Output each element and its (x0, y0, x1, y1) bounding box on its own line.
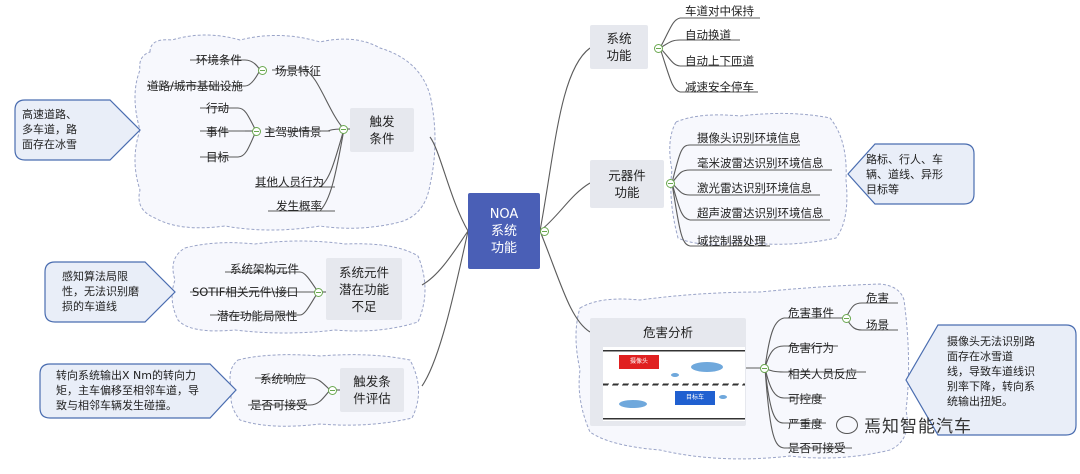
item-domain-controller[interactable]: 域控制器处理 (697, 234, 766, 248)
item-hazard-event[interactable]: 危害事件 (788, 306, 834, 320)
item-auto-ramp[interactable]: 自动上下匝道 (685, 54, 754, 68)
callout-insufficiency-note: 感知算法局限 性，无法识别磨 损的车道线 (62, 270, 139, 313)
item-safe-stop[interactable]: 减速安全停车 (685, 80, 754, 94)
collapse-toggle-driving[interactable] (252, 127, 261, 136)
cloud-trigger (134, 34, 436, 231)
item-road-infrastructure[interactable]: 道路/城市基础设施 (147, 79, 243, 93)
collapse-toggle-hazard-event[interactable] (842, 314, 851, 323)
collapse-toggle-trigger[interactable] (339, 125, 348, 134)
item-event[interactable]: 事件 (206, 125, 229, 139)
item-hazard-behavior[interactable]: 危害行为 (788, 341, 834, 355)
item-environment[interactable]: 环境条件 (196, 53, 242, 67)
callout-hazard-note: 摄像头无法识别路 面存在冰雪道 线，导致车道线识 别率下降，转向系 统输出扭矩。 (947, 335, 1035, 408)
item-sotif-interface[interactable]: SOTIF相关元件\接口 (192, 285, 299, 299)
target-car: 目标车 (675, 391, 715, 405)
item-architecture[interactable]: 系统架构元件 (230, 262, 299, 276)
callout-evaluation-shape (39, 363, 237, 419)
callout-trigger-note: 高速道路、 多车道，路 面存在冰雪 (22, 108, 77, 151)
collapse-toggle-component[interactable] (666, 179, 675, 188)
cloud-sensors (669, 112, 848, 245)
collapse-toggle-system-function[interactable] (654, 44, 663, 53)
item-ultrasonic[interactable]: 超声波雷达识别环境信息 (697, 206, 824, 220)
callout-sensors-shape (847, 143, 975, 205)
collapse-toggle-insufficiency[interactable] (314, 288, 323, 297)
central-topic[interactable]: NOA 系统 功能 (468, 193, 540, 269)
item-camera[interactable]: 摄像头识别环境信息 (697, 131, 801, 145)
subtopic-driving-scenario[interactable]: 主驾驶情景 (264, 125, 322, 139)
ego-car: 摄像头 (619, 355, 659, 369)
callout-trigger-shape (14, 99, 141, 161)
topic-component-function[interactable]: 元器件 功能 (590, 160, 664, 208)
topic-trigger-conditions[interactable]: 触发 条件 (350, 108, 414, 152)
item-system-response[interactable]: 系统响应 (260, 372, 306, 386)
callout-sensors-note: 路标、行人、车 辆、道线、异形 目标等 (866, 153, 943, 196)
collapse-toggle-evaluation[interactable] (328, 386, 337, 395)
topic-system-function[interactable]: 系统 功能 (590, 25, 648, 69)
collapse-toggle-hazard[interactable] (760, 364, 769, 373)
watermark: 焉知智能汽车 (836, 412, 972, 437)
collapse-toggle-scene[interactable] (258, 66, 267, 75)
item-hazard[interactable]: 危害 (866, 291, 889, 305)
item-acceptable-hazard[interactable]: 是否可接受 (788, 441, 846, 455)
subtopic-scene-features[interactable]: 场景特征 (275, 64, 321, 78)
hazard-scene-image: 摄像头 目标车 (602, 347, 746, 421)
item-mmwave-radar[interactable]: 毫米波雷达识别环境信息 (697, 156, 824, 170)
topic-component-insufficiency[interactable]: 系统元件 潜在功能 不足 (326, 258, 402, 320)
item-severity[interactable]: 严重度 (788, 417, 823, 431)
item-target[interactable]: 目标 (206, 150, 229, 164)
item-other-persons[interactable]: 其他人员行为 (255, 175, 324, 189)
item-lidar[interactable]: 激光雷达识别环境信息 (697, 181, 812, 195)
item-auto-lane-change[interactable]: 自动换道 (685, 28, 731, 42)
topic-trigger-evaluation[interactable]: 触发条 件评估 (340, 368, 404, 412)
item-probability[interactable]: 发生概率 (276, 199, 322, 213)
item-scenario[interactable]: 场景 (866, 318, 889, 332)
item-lane-centering[interactable]: 车道对中保持 (685, 4, 754, 18)
item-person-reaction[interactable]: 相关人员反应 (788, 367, 857, 381)
item-controllability[interactable]: 可控度 (788, 392, 823, 406)
wechat-icon (836, 415, 858, 434)
watermark-text: 焉知智能汽车 (864, 417, 972, 437)
road-illustration (602, 350, 746, 420)
topic-hazard-analysis-label: 危害分析 (642, 325, 693, 340)
callout-evaluation-note: 转向系统输出X Nm的转向力 矩，主车偏移至相邻车道，导 致与相邻车辆发生碰撞。 (56, 369, 199, 412)
collapse-toggle-central[interactable] (540, 227, 549, 236)
callout-insufficiency-shape (44, 261, 176, 323)
item-acceptable[interactable]: 是否可接受 (250, 398, 308, 412)
item-action[interactable]: 行动 (206, 101, 229, 115)
callout-hazard-shape (905, 324, 1077, 436)
item-functional-limits[interactable]: 潜在功能局限性 (217, 309, 298, 323)
